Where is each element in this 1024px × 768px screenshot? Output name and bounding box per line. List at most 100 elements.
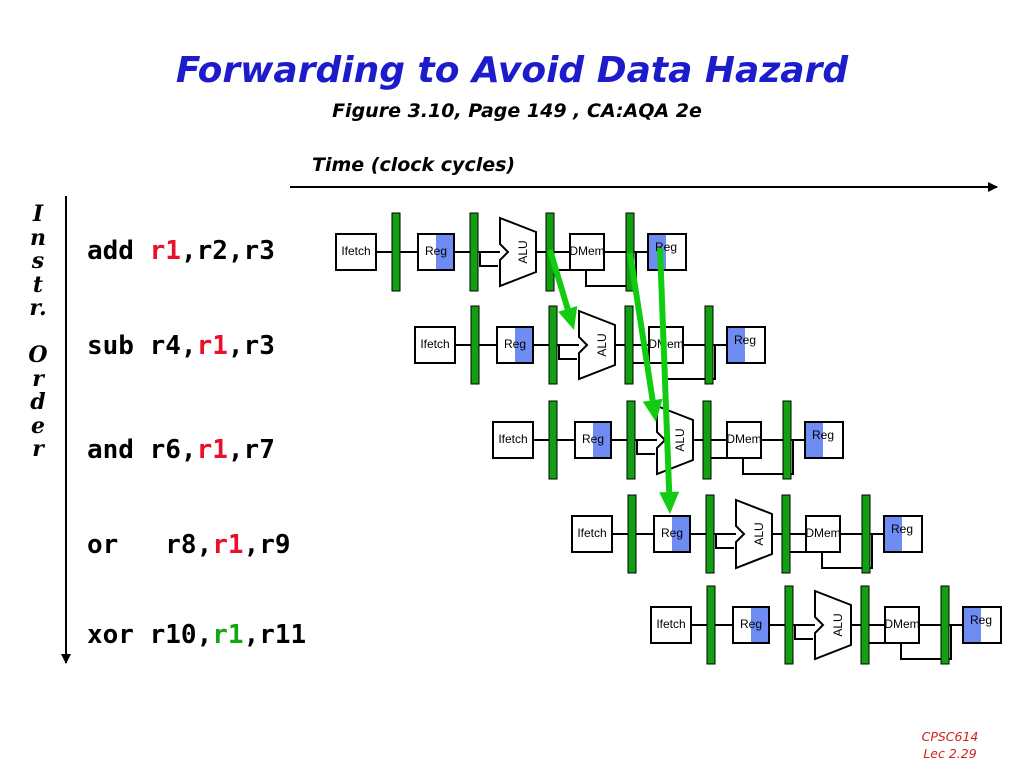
ifetch-box: [571, 515, 613, 553]
operand: ,r11: [243, 620, 307, 650]
footer-lecture: Lec 2.29: [923, 746, 977, 761]
footer-course: CPSC614: [921, 729, 979, 744]
operand: ,r2: [180, 236, 228, 266]
instruction-order-label: I n s t r. O r d e r: [20, 201, 56, 462]
pipe-wire: [715, 534, 734, 549]
reg-read-label: Reg: [425, 244, 447, 258]
forwarding-arrow-shaft: [657, 247, 673, 493]
reg-read-label: Reg: [740, 617, 762, 631]
alu-shape: [578, 309, 616, 381]
pipeline-latch: [625, 212, 635, 292]
operand: r10,: [149, 620, 213, 650]
reg-read-highlight: [436, 235, 453, 269]
alu-label: ALU: [595, 333, 609, 356]
forwarding-arrow-shaft: [547, 249, 571, 310]
order-letter: r.: [29, 295, 47, 321]
dmem-box: [569, 233, 605, 271]
ifetch-label: Ifetch: [420, 337, 449, 351]
operand-r1: r1: [196, 435, 228, 465]
dmem-label: DMem: [805, 526, 840, 540]
pipeline-latch: [940, 585, 950, 665]
operand: ,r9: [243, 530, 291, 560]
order-letter: r: [32, 365, 44, 392]
pipeline-latch: [548, 305, 558, 385]
opcode: sub: [87, 331, 134, 361]
pipeline-latch: [702, 400, 712, 480]
forwarding-arrow-head: [558, 306, 578, 330]
order-letter: I: [32, 201, 44, 227]
pipeline-latch: [548, 400, 558, 480]
slide-footer: CPSC614 Lec 2.29: [900, 728, 1000, 762]
time-axis-label: Time (clock cycles): [312, 154, 516, 176]
forwarding-arrow-head: [659, 491, 680, 514]
pipeline-latch: [860, 585, 870, 665]
reg-read-highlight: [672, 517, 689, 551]
order-letter: O: [28, 342, 48, 368]
ifetch-label: Ifetch: [656, 617, 685, 631]
pipeline-latch: [626, 400, 636, 480]
pipe-wire: [558, 345, 577, 360]
order-letter: n: [30, 224, 46, 251]
ifetch-label: Ifetch: [577, 526, 606, 540]
opcode: or: [87, 530, 119, 560]
reg-read-highlight: [751, 608, 768, 642]
dmem-label: DMem: [884, 617, 919, 631]
reg-write-highlight: [885, 517, 902, 551]
operand-r1: r1: [149, 236, 181, 266]
operand: ,r3: [227, 236, 275, 266]
pipe-wire: [636, 440, 655, 455]
opcode: and: [87, 435, 134, 465]
reg-write-highlight: [964, 608, 981, 642]
pipeline-latch: [469, 212, 479, 292]
operand: r6,: [149, 435, 197, 465]
dmem-label: DMem: [726, 432, 761, 446]
alu-label: ALU: [752, 522, 766, 545]
dmem-box: [726, 421, 762, 459]
pipeline-latch: [705, 494, 715, 574]
instruction-or: or r8,r1,r9: [87, 530, 291, 560]
ifetch-label: Ifetch: [341, 244, 370, 258]
alu-label: ALU: [673, 428, 687, 451]
reg-write-label: Reg: [812, 428, 834, 442]
instruction-and: and r6,r1,r7: [87, 435, 275, 465]
reg-write-label: Reg: [970, 613, 992, 627]
pipeline-latch: [624, 305, 634, 385]
pipeline-latch: [470, 305, 480, 385]
reg-read-label: Reg: [504, 337, 526, 351]
alu-shape: [814, 589, 852, 661]
pipeline-latch: [784, 585, 794, 665]
order-letter: s: [31, 248, 45, 274]
slide-subtitle: Figure 3.10, Page 149 , CA:AQA 2e: [332, 100, 702, 122]
opcode: add: [87, 236, 134, 266]
opcode: xor: [87, 620, 134, 650]
pipeline-latch: [781, 494, 791, 574]
pipeline-latch: [627, 494, 637, 574]
reg-read-label: Reg: [661, 526, 683, 540]
instruction-sub: sub r4,r1,r3: [87, 331, 275, 361]
instruction-xor: xor r10,r1,r11: [87, 620, 306, 650]
order-letter: t: [32, 271, 44, 298]
reg-write-label: Reg: [891, 522, 913, 536]
reg-read-highlight: [515, 328, 532, 362]
instruction-add: add r1,r2,r3: [87, 236, 275, 266]
order-letter: d: [30, 389, 46, 415]
pipeline-latch: [704, 305, 714, 385]
pipe-wire: [479, 252, 498, 267]
alu-shape: [735, 498, 773, 570]
forwarding-arrow-head: [642, 398, 663, 422]
pipeline-latch: [391, 212, 401, 292]
order-letter: e: [31, 412, 45, 439]
dmem-box: [884, 606, 920, 644]
ifetch-box: [414, 326, 456, 364]
order-letter: r: [32, 436, 44, 462]
ifetch-box: [492, 421, 534, 459]
ifetch-box: [335, 233, 377, 271]
pipeline-latch: [782, 400, 792, 480]
operand-r1: r1: [212, 530, 244, 560]
slide-title: Forwarding to Avoid Data Hazard: [175, 50, 849, 91]
pipeline-latch: [706, 585, 716, 665]
